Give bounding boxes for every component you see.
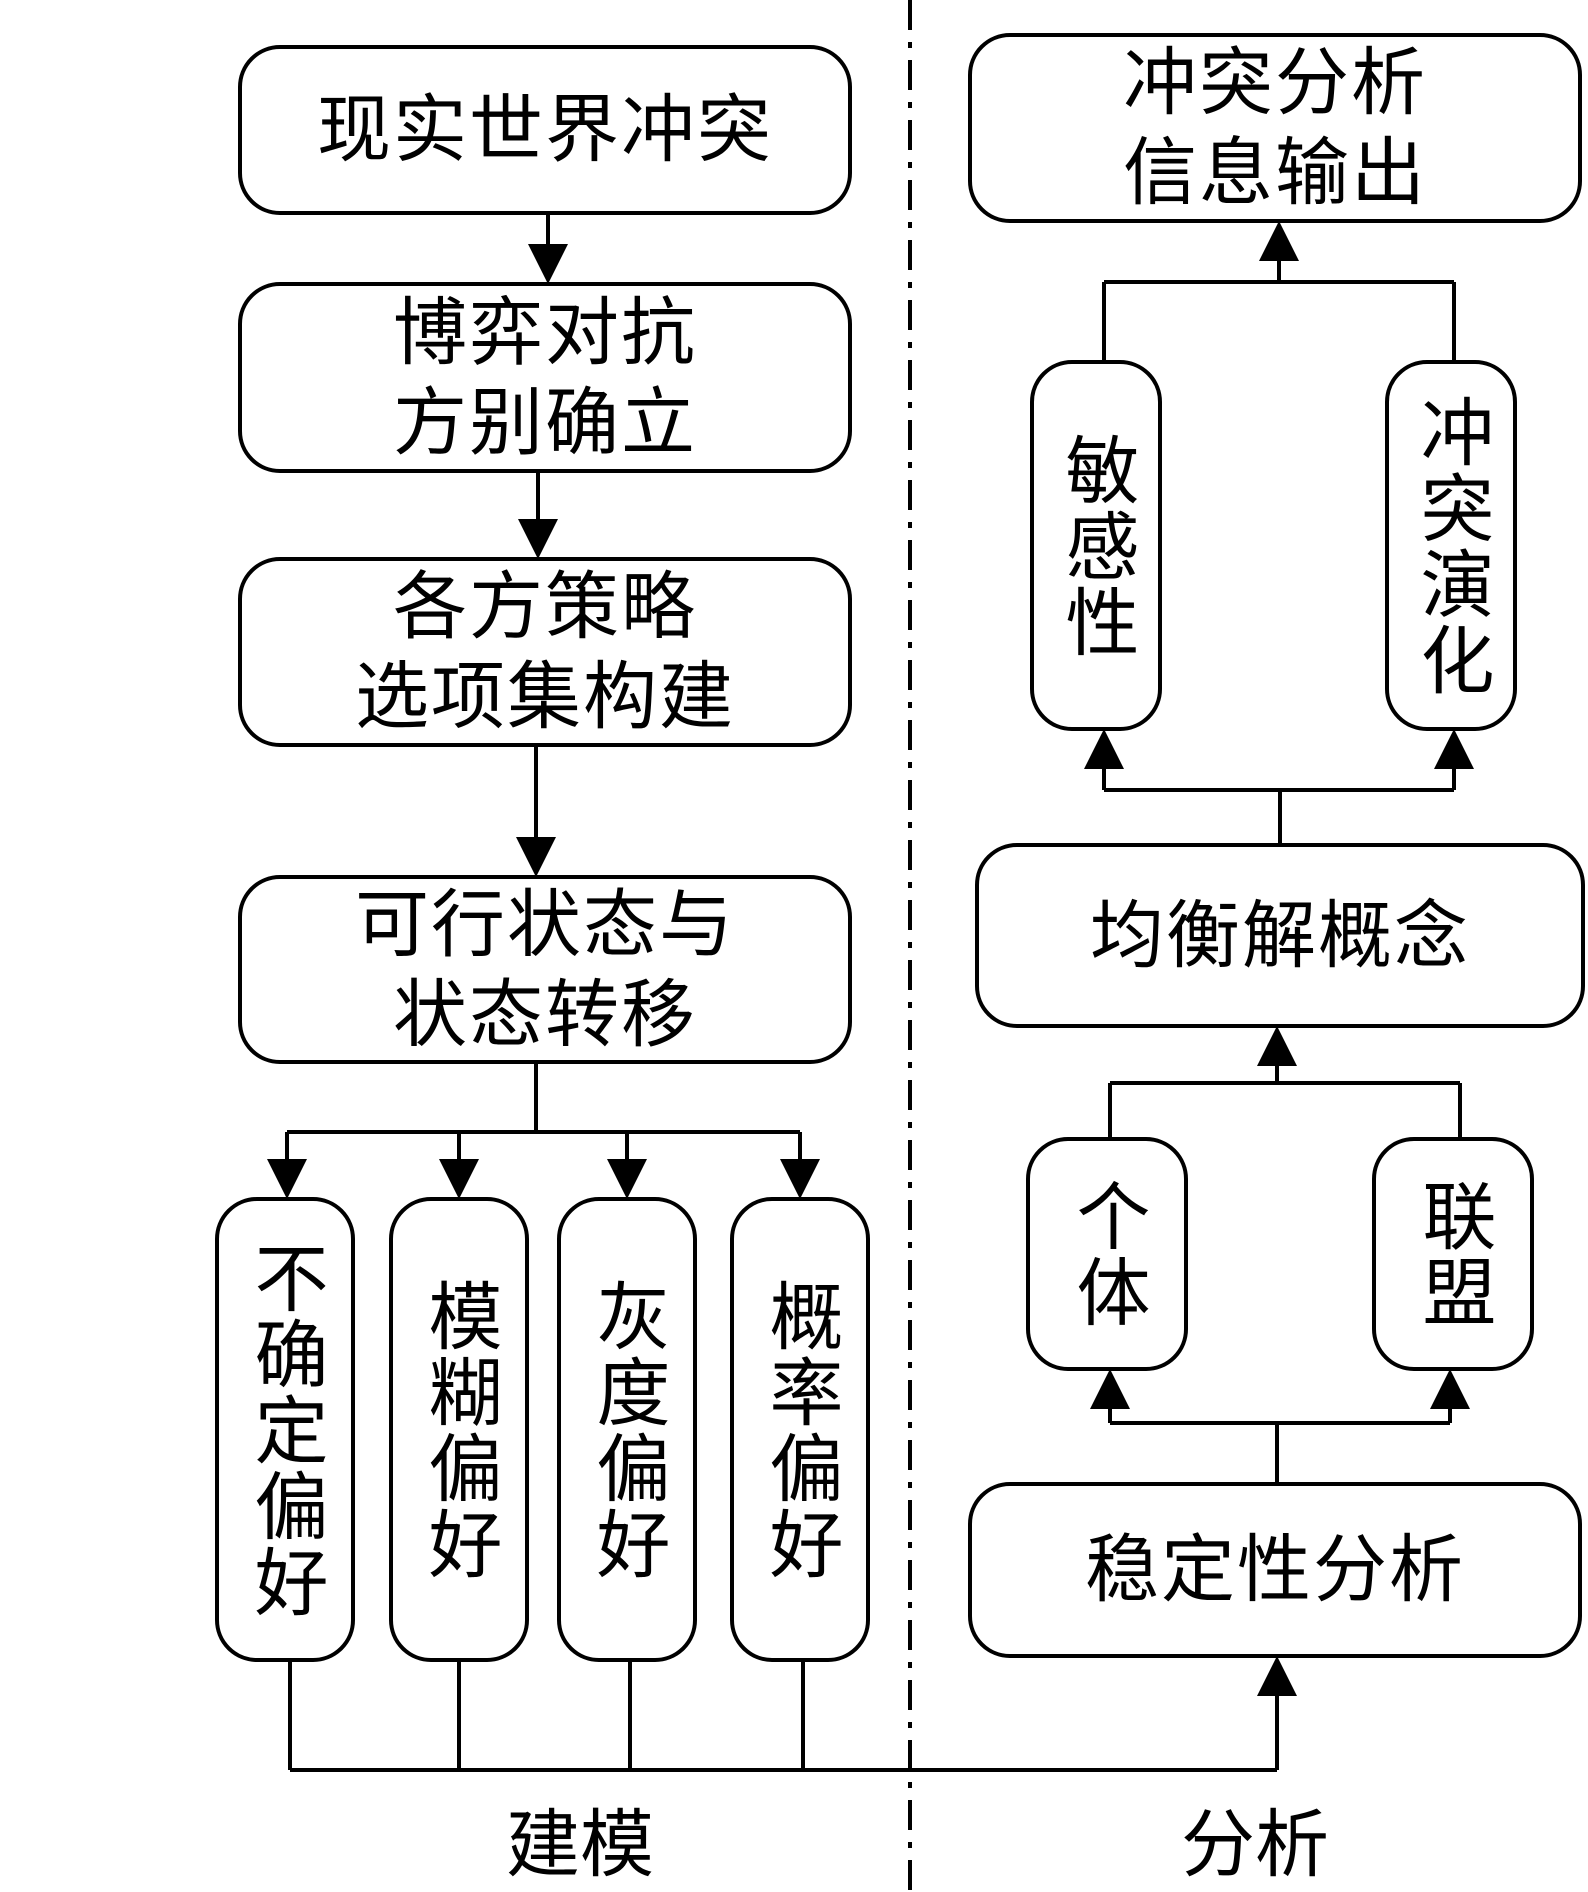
box-pref-fuzzy: 模糊偏好	[389, 1197, 529, 1662]
box-pref-fuzzy-label: 模糊偏好	[416, 1277, 502, 1582]
box-strategies-label: 各方策略 选项集构建	[355, 564, 735, 740]
box-real-conflict-label: 现实世界冲突	[317, 87, 773, 173]
box-players-label: 博弈对抗 方别确立	[393, 289, 697, 466]
box-sensitivity-label: 敏感性	[1053, 431, 1139, 660]
section-label-modeling: 建模	[506, 1802, 654, 1888]
box-coalition: 联盟	[1372, 1137, 1534, 1371]
box-real-conflict: 现实世界冲突	[238, 45, 852, 215]
box-evolution-label: 冲突演化	[1408, 393, 1494, 698]
box-equilibrium: 均衡解概念	[975, 843, 1585, 1028]
box-stability-label: 稳定性分析	[1085, 1527, 1465, 1613]
box-pref-prob: 概率偏好	[730, 1197, 870, 1662]
box-coalition-label: 联盟	[1410, 1178, 1496, 1330]
box-states: 可行状态与 状态转移	[238, 875, 852, 1064]
box-output: 冲突分析 信息输出	[968, 33, 1582, 223]
box-pref-uncertain-label: 不确定偏好	[242, 1239, 328, 1620]
box-individual-label: 个体	[1064, 1178, 1150, 1330]
box-players: 博弈对抗 方别确立	[238, 282, 852, 473]
box-stability: 稳定性分析	[968, 1482, 1582, 1658]
box-output-label: 冲突分析 信息输出	[1123, 40, 1427, 216]
box-individual: 个体	[1026, 1137, 1188, 1371]
box-equilibrium-label: 均衡解概念	[1090, 892, 1470, 979]
section-label-analysis: 分析	[1181, 1802, 1329, 1888]
box-sensitivity: 敏感性	[1030, 360, 1162, 731]
box-evolution: 冲突演化	[1385, 360, 1517, 731]
box-pref-uncertain: 不确定偏好	[215, 1197, 355, 1662]
box-pref-prob-label: 概率偏好	[757, 1277, 843, 1582]
box-pref-grey: 灰度偏好	[557, 1197, 697, 1662]
box-strategies: 各方策略 选项集构建	[238, 557, 852, 747]
box-pref-grey-label: 灰度偏好	[584, 1277, 670, 1582]
box-states-label: 可行状态与 状态转移	[355, 881, 735, 1058]
